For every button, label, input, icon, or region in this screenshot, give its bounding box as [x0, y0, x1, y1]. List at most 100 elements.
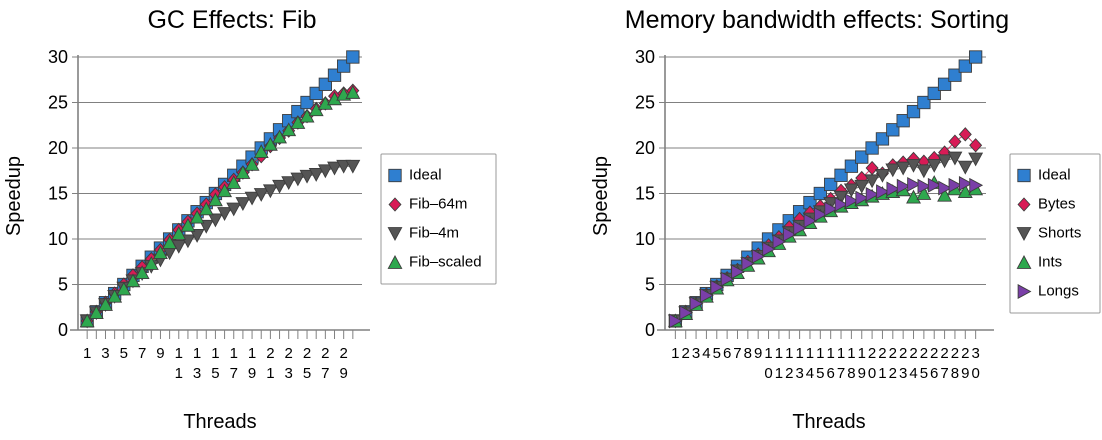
- x-tick-label: 8: [951, 365, 959, 382]
- data-point: [833, 190, 849, 205]
- y-axis-title: Speedup: [3, 156, 25, 236]
- x-tick-label: 3: [692, 345, 700, 362]
- data-point: [937, 154, 953, 169]
- data-point: [689, 296, 704, 312]
- data-point: [906, 189, 921, 204]
- x-tick-label: 1: [175, 345, 183, 362]
- data-point: [107, 288, 123, 303]
- series-group: [667, 50, 984, 329]
- x-tick-label: 9: [340, 365, 348, 382]
- data-point: [189, 209, 205, 224]
- legend-marker: [1017, 197, 1031, 212]
- data-point: [262, 184, 278, 199]
- data-point: [272, 179, 287, 194]
- data-point: [824, 201, 839, 217]
- x-tick-label: 1: [775, 345, 783, 362]
- y-tick-label: 30: [48, 47, 68, 67]
- data-point: [844, 159, 859, 173]
- data-point: [875, 132, 890, 146]
- x-tick-label: 3: [899, 365, 907, 382]
- data-point: [720, 271, 735, 287]
- data-point: [346, 50, 360, 64]
- y-tick-label: 15: [635, 184, 655, 204]
- y-tick-label: 0: [645, 320, 655, 340]
- y-tick-label: 20: [48, 138, 68, 158]
- data-point: [226, 202, 242, 217]
- data-point: [917, 178, 932, 194]
- x-tick-label: 1: [671, 345, 679, 362]
- data-point: [180, 217, 196, 232]
- y-tick-label: 10: [48, 229, 68, 249]
- legend-marker: [1017, 168, 1031, 183]
- x-axis-title: Threads: [792, 411, 865, 433]
- data-point: [948, 177, 963, 193]
- x-tick-label: 2: [285, 345, 293, 362]
- x-tick-label: 3: [285, 365, 293, 382]
- data-point: [958, 127, 972, 142]
- x-tick-label: 1: [795, 345, 803, 362]
- x-tick-label: 0: [971, 365, 979, 382]
- x-tick-label: 3: [193, 365, 201, 382]
- data-point: [917, 95, 931, 110]
- data-point: [968, 152, 984, 167]
- data-point: [845, 193, 859, 209]
- x-tick-label: 9: [248, 365, 256, 382]
- legend-label: Ideal: [409, 166, 442, 183]
- data-point: [336, 159, 352, 174]
- data-point: [207, 192, 223, 207]
- data-point: [854, 179, 870, 194]
- series-bytes: [668, 127, 983, 329]
- data-point: [886, 181, 901, 197]
- data-point: [855, 190, 870, 206]
- x-tick-label: 9: [961, 365, 969, 382]
- y-tick-label: 15: [48, 184, 68, 204]
- x-tick-label: 2: [266, 345, 274, 362]
- x-tick-label: 8: [744, 345, 752, 362]
- data-point: [957, 160, 973, 175]
- data-point: [813, 206, 828, 222]
- y-tick-label: 5: [58, 275, 68, 295]
- x-tick-label: 1: [266, 365, 274, 382]
- data-point: [926, 158, 942, 173]
- x-tick-label: 7: [230, 365, 238, 382]
- data-point: [947, 151, 963, 166]
- legend-marker: [387, 227, 403, 241]
- data-point: [262, 136, 278, 151]
- data-point: [968, 50, 983, 64]
- data-point: [679, 305, 694, 321]
- y-tick-label: 30: [635, 47, 655, 67]
- data-point: [927, 86, 941, 101]
- x-tick-label: 6: [930, 365, 938, 382]
- data-point: [969, 138, 983, 153]
- data-point: [896, 114, 910, 128]
- x-tick-label: 1: [827, 345, 835, 362]
- data-point: [916, 186, 932, 200]
- x-tick-label: 2: [899, 345, 907, 362]
- data-point: [244, 156, 260, 171]
- x-tick-label: 1: [806, 345, 814, 362]
- data-point: [865, 186, 880, 202]
- chart-title: Memory bandwidth effects: Sorting: [625, 6, 1009, 34]
- x-tick-label: 1: [83, 345, 91, 362]
- x-tick-label: 5: [816, 365, 824, 382]
- x-tick-label: 8: [847, 365, 855, 382]
- x-tick-label: 2: [868, 345, 876, 362]
- data-point: [253, 188, 269, 202]
- data-point: [896, 178, 911, 194]
- data-point: [803, 213, 818, 229]
- chart-svg-memory-bandwidth-sorting: Memory bandwidth effects: Sorting0510152…: [590, 6, 1101, 433]
- data-point: [958, 176, 973, 191]
- data-point: [134, 265, 150, 280]
- data-point: [969, 177, 984, 193]
- x-tick-label: 2: [340, 345, 348, 362]
- data-point: [272, 129, 287, 144]
- x-tick-label: 2: [889, 365, 897, 382]
- data-point: [98, 297, 113, 311]
- data-point: [345, 85, 361, 99]
- data-point: [327, 161, 342, 176]
- data-point: [741, 256, 756, 272]
- data-point: [116, 281, 132, 296]
